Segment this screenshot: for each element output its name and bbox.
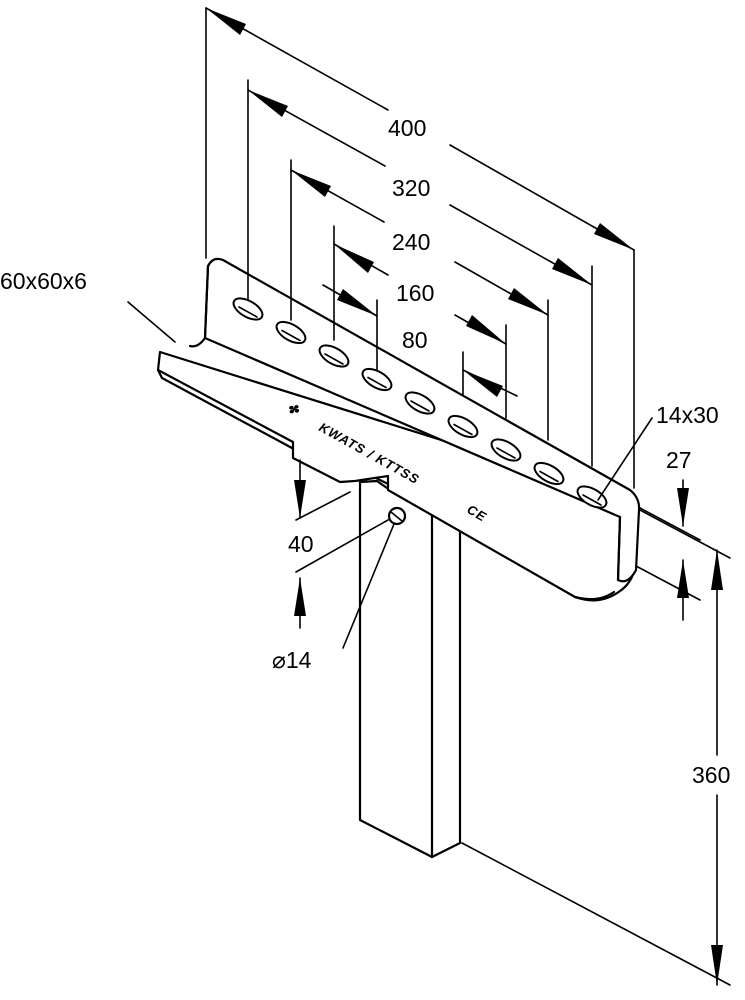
slot-inner-edge	[281, 329, 301, 342]
slot-hole	[490, 438, 522, 462]
hole-diameter-label: ⌀14	[272, 647, 312, 673]
dim-400: 400	[205, 7, 635, 251]
slot-inner-edge	[539, 470, 559, 483]
vertical-flange	[188, 257, 641, 583]
slot-hole	[533, 461, 565, 486]
dim-40-label: 40	[288, 531, 314, 557]
dim-slot-size: 14x30	[597, 402, 719, 501]
dim-320-label: 320	[392, 175, 430, 201]
dim-hole-diameter: ⌀14	[272, 523, 395, 673]
dim-240: 240	[290, 169, 549, 316]
dim-360: 360	[461, 509, 731, 986]
slot-hole	[576, 485, 608, 509]
slot-inner-edge	[453, 423, 473, 436]
slot-inner-edge	[496, 447, 516, 459]
slot-size-label: 14x30	[656, 402, 719, 428]
dim-240-label: 240	[392, 229, 430, 255]
slot-inner-edge	[410, 400, 430, 412]
slot-hole	[232, 297, 264, 321]
slot-hole	[275, 320, 307, 345]
dim-160: 160	[333, 243, 507, 345]
dim-80-label: 80	[402, 327, 428, 353]
dim-80: 80	[322, 284, 518, 397]
slot-hole	[361, 367, 393, 392]
dim-160-label: 160	[396, 280, 434, 306]
slot-inner-edge	[582, 494, 602, 506]
angle-profile-label: 60x60x6	[0, 268, 87, 294]
dim-40: 40	[288, 459, 389, 629]
dim-400-label: 400	[388, 115, 426, 141]
slot-inner-edge	[324, 353, 344, 365]
dim-27: 27	[635, 447, 701, 621]
slots	[232, 297, 608, 509]
slot-inner-edge	[238, 306, 258, 318]
slot-hole	[447, 414, 479, 439]
post-hole	[387, 506, 407, 526]
dim-27-label: 27	[666, 447, 692, 473]
extension-lines	[205, 7, 635, 489]
dim-360-label: 360	[692, 762, 730, 788]
dim-320: 320	[247, 89, 593, 286]
slot-hole	[404, 391, 436, 415]
slot-inner-edge	[367, 376, 387, 389]
dim-angle-profile: 60x60x6	[0, 268, 176, 343]
slot-hole	[318, 344, 350, 368]
